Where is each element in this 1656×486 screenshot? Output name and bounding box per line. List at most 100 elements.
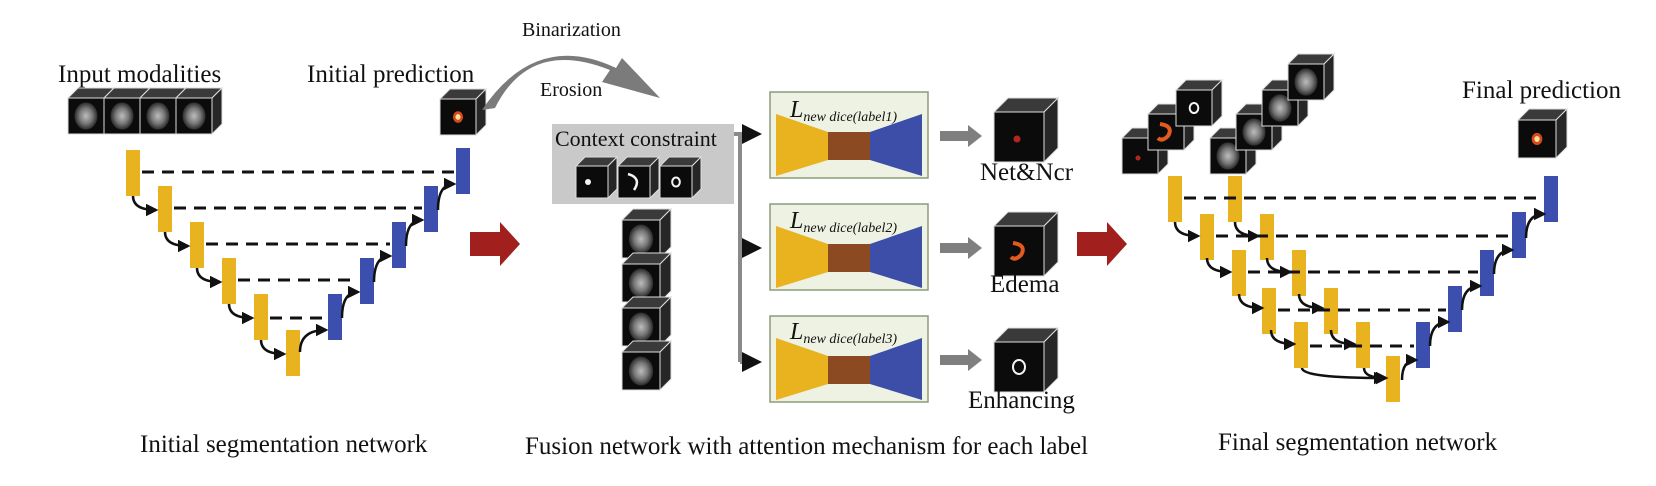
output-label-net-ncr: Net&Ncr [980,159,1074,186]
output-cube-enhancing-ring [1012,359,1026,375]
fusion-encoder-2 [776,226,828,288]
final-decoder-block-4 [1448,286,1462,332]
loss-base-2: L [790,208,804,234]
modality-cube-1-brain [74,102,98,130]
context-cube-2-white-hook [627,172,639,191]
initial-down-arrow-4 [227,303,255,325]
fusion-encoder-3 [776,338,828,400]
final-up-arrow-2 [1460,279,1483,311]
binarization-label: Binarization [522,19,621,41]
final-up-arrow-1 [1428,315,1451,347]
final-down-arrow-b-1 [1233,221,1261,243]
initial-down-arrow-3 [195,267,223,289]
initial-network-caption: Initial segmentation network [140,431,428,458]
fusion-encoder-1 [776,114,828,176]
final-input-cube-3-front [1175,89,1213,127]
initial-up-arrow-4 [436,177,457,211]
final-encoder-a-block-2 [1200,214,1214,260]
loss-label-3: Lnew dice(label3) [790,320,897,347]
fusion-network-caption: Fusion network with attention mechanism … [525,433,1089,460]
final-prediction-cube [1516,107,1569,160]
initial-encoder-block-4 [222,258,236,304]
initial-decoder-block-4 [360,258,374,304]
final-decoder-block-1 [1544,176,1558,222]
final-encoder-a-block-6 [1386,356,1400,402]
context-cube-2 [616,155,661,200]
fusion-brain-cube-4-brain [628,356,654,386]
final-brain-cube-4 [1286,52,1336,102]
final-up-arrow-0 [1400,353,1419,381]
final-brain-cube-4-brain [1294,68,1318,96]
modality-cube-4-brain [182,102,206,130]
output-cube-net-ncr [992,96,1060,164]
loss-label-1: Lnew dice(label1) [790,98,897,125]
final-network-caption: Final segmentation network [1218,429,1498,456]
final-bottom-arrow-b [1362,367,1389,385]
initial-up-arrow-3 [404,213,425,247]
fusion-brain-cube-3 [620,295,673,348]
input-modalities-label: Input modalities [58,61,222,88]
final-input-cube-2-edema-mark [1156,122,1172,142]
final-input-cube-1-red-spot [1135,155,1141,161]
output-label-edema: Edema [990,271,1060,298]
context-constraint-label: Context constraint [555,126,717,151]
final-down-arrow-a-2 [1205,257,1233,279]
context-cube-1 [574,155,619,200]
loss-sub-3: new dice(label3) [803,332,898,347]
modality-cube-3-brain [146,102,170,130]
context-cube-3-front [659,165,693,199]
final-input-cube-3-ring [1188,101,1200,115]
loss-base-1: L [790,97,804,123]
initial-up-arrow-1 [340,285,361,319]
final-prediction-cube-pred-center [1534,135,1540,143]
initial-encoder-block-1 [126,150,140,196]
modality-cube-2-brain [110,102,134,130]
final-down-arrow-b-3 [1297,293,1325,315]
output-cube-edema-front [993,225,1045,277]
final-up-arrow-3 [1492,243,1515,275]
initial-encoder-block-2 [158,186,172,232]
final-decoder-block-3 [1480,250,1494,296]
final-down-arrow-b-4 [1329,329,1357,351]
final-encoder-b-block-4 [1324,288,1338,334]
stage-arrow-2 [1077,222,1127,266]
initial-encoder-block-6 [286,330,300,376]
context-cube-3 [658,155,703,200]
output-arrow-3 [940,349,982,371]
initial-up-arrow-2 [372,249,393,283]
final-up-arrow-4 [1524,207,1547,239]
final-decoder-block-2 [1512,212,1526,258]
initial-decoder-block-5 [328,294,342,340]
final-encoder-a-block-5 [1294,322,1308,368]
final-down-arrow-b-2 [1265,257,1293,279]
fusion-brain-cube-4 [620,339,673,392]
fusion-brain-cube-1 [620,207,673,260]
fusion-brain-cube-3-brain [628,312,654,342]
initial-prediction-cube-pred-center [455,114,461,120]
final-input-cube-3 [1174,78,1224,128]
final-prediction-label: Final prediction [1462,77,1621,104]
output-arrow-2 [940,237,982,259]
initial-decoder-block-3 [392,222,406,268]
loss-sub-1: new dice(label1) [803,110,898,125]
initial-encoder-block-3 [190,222,204,268]
output-cube-edema-edema-mark [1009,241,1025,261]
initial-decoder-block-1 [456,148,470,194]
fusion-decoder-2 [870,226,922,288]
modality-cube-4 [174,86,224,136]
output-arrow-1 [940,125,982,147]
fusion-brain-cube-2 [620,251,673,304]
fusion-bottleneck-3 [828,356,870,384]
initial-prediction-label: Initial prediction [307,61,475,88]
initial-decoder-block-2 [424,186,438,232]
final-down-arrow-a-3 [1237,293,1265,315]
fusion-decoder-1 [870,114,922,176]
erosion-label: Erosion [540,79,603,101]
fusion-bottleneck-1 [828,132,870,160]
binarization-curve-arrow [482,55,660,110]
output-cube-net-ncr-red-spot [1013,135,1021,143]
initial-down-arrow-1 [131,195,159,217]
final-bottom-arrow-a [1300,367,1387,385]
